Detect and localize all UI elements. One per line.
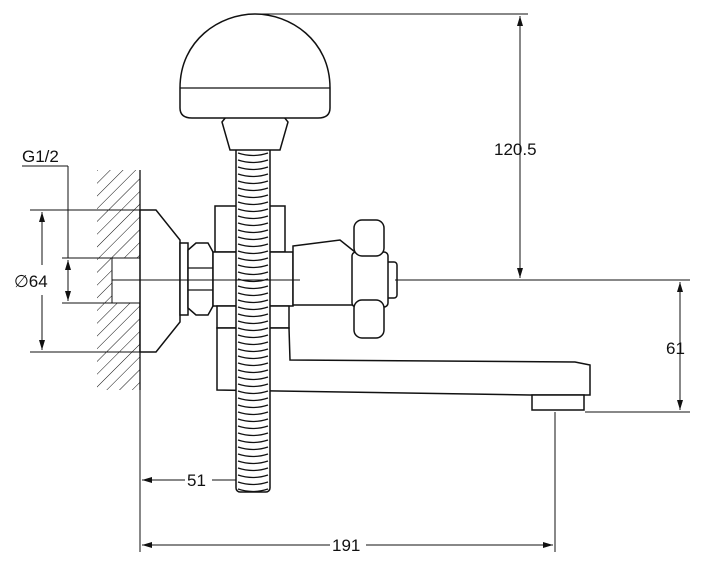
shower-head — [179, 13, 331, 151]
hose-coil — [237, 306, 269, 311]
hose-coil — [237, 327, 269, 332]
cross-handle[interactable] — [351, 219, 389, 339]
hose-coil — [237, 474, 269, 479]
hose-coil — [237, 271, 269, 276]
hose-coil — [237, 243, 269, 248]
dimension-lines — [22, 13, 690, 552]
thread-label: G1/2 — [22, 147, 59, 166]
hose-coil — [237, 425, 269, 430]
spout-drop-label: 61 — [666, 339, 685, 358]
total-length-label: 191 — [332, 536, 360, 555]
hose-coil — [237, 285, 269, 290]
hose-coil — [237, 194, 269, 199]
hose-coil — [237, 418, 269, 423]
hose-coil — [237, 208, 269, 213]
hose-coil — [237, 460, 269, 465]
hose-coil — [237, 180, 269, 185]
hose-coil — [237, 152, 269, 157]
hose-coil — [237, 481, 269, 486]
hose-coil — [237, 215, 269, 220]
hose-coil — [237, 159, 269, 164]
hose-coil — [237, 369, 269, 374]
hose-coil — [237, 292, 269, 297]
hose-coil — [237, 467, 269, 472]
hose-coil — [237, 299, 269, 304]
hose-coil — [237, 334, 269, 339]
hose-coil — [237, 173, 269, 178]
hose-coil — [237, 453, 269, 458]
hose-coil — [237, 187, 269, 192]
hose-coil — [237, 362, 269, 367]
hose-coil — [237, 250, 269, 255]
hose-coil — [237, 236, 269, 241]
hose-coil — [237, 222, 269, 227]
hose-coil — [237, 376, 269, 381]
hose-offset-label: 51 — [187, 471, 206, 490]
wall-flange — [139, 209, 214, 353]
hose-coil — [237, 201, 269, 206]
hose-coil — [237, 257, 269, 262]
hose-coil — [237, 320, 269, 325]
hose-coil — [237, 439, 269, 444]
shower-hose — [235, 139, 271, 493]
hose-coil — [237, 355, 269, 360]
spout — [216, 327, 591, 411]
hose-coil — [237, 383, 269, 388]
hose-coil — [237, 411, 269, 416]
height-dimension-label: 120.5 — [494, 140, 537, 159]
hose-coil — [237, 313, 269, 318]
hose-coil — [237, 348, 269, 353]
hose-coil — [237, 264, 269, 269]
hose-coil — [237, 432, 269, 437]
hose-coil — [237, 397, 269, 402]
hose-coil — [237, 229, 269, 234]
hose-coil — [237, 488, 269, 493]
hose-coil — [237, 404, 269, 409]
hose-coil — [237, 390, 269, 395]
hose-coil — [237, 446, 269, 451]
hose-coil — [237, 341, 269, 346]
flange-diameter-label: ∅64 — [14, 272, 48, 291]
hose-coil — [237, 166, 269, 171]
